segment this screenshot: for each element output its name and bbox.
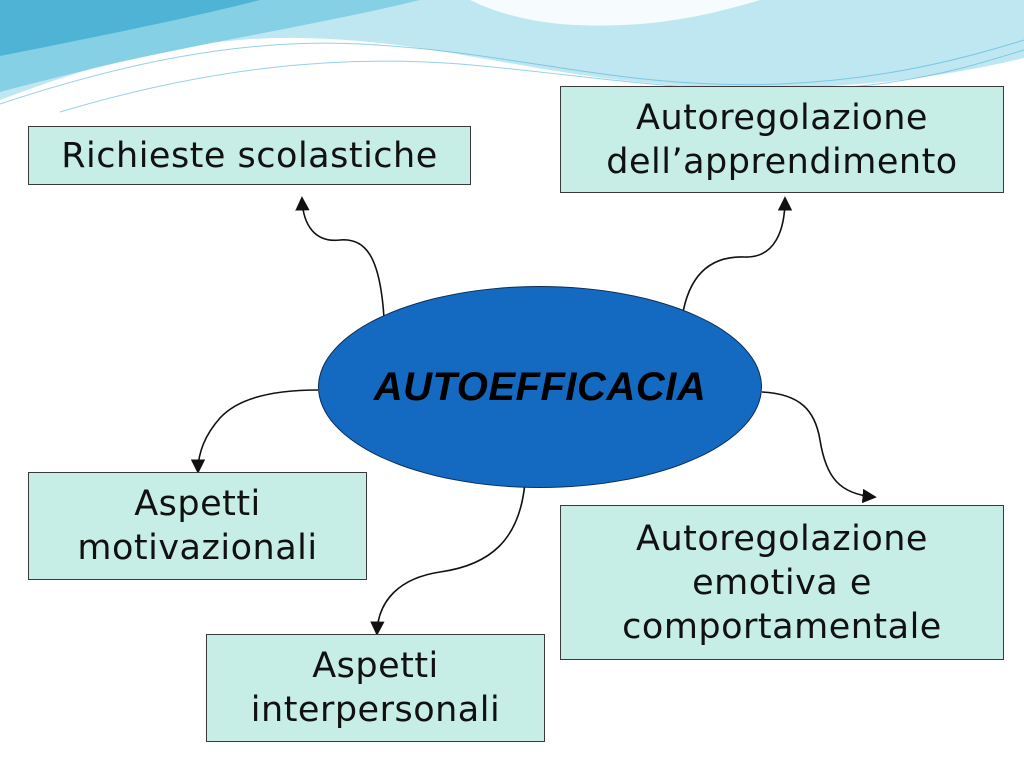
node-aspetti-interpersonali: Aspetti interpersonali bbox=[206, 634, 545, 742]
connector-to-top-left bbox=[295, 196, 385, 319]
center-concept: AUTOEFFICACIA bbox=[318, 286, 762, 488]
wave-band-dark bbox=[0, 0, 260, 56]
wave-line-1 bbox=[0, 39, 1024, 105]
connector-to-mid-left bbox=[190, 389, 319, 474]
node-autoregolazione-emotiva: Autoregolazione emotiva e comportamental… bbox=[560, 505, 1004, 660]
node-label: Aspetti motivazionali bbox=[77, 484, 318, 568]
node-label: Autoregolazione emotiva e comportamental… bbox=[622, 518, 942, 647]
node-richieste-scolastiche: Richieste scolastiche bbox=[28, 126, 471, 185]
node-label: Autoregolazione dell’apprendimento bbox=[606, 97, 958, 182]
connector-to-top-right bbox=[681, 196, 793, 319]
wave-line-2 bbox=[59, 49, 1024, 113]
connector-to-bottom-right bbox=[761, 391, 877, 504]
node-autoregolazione-apprendimento: Autoregolazione dell’apprendimento bbox=[560, 86, 1004, 193]
connector-to-bottom-center bbox=[370, 481, 526, 636]
wave-highlight bbox=[470, 0, 760, 26]
node-aspetti-motivazionali: Aspetti motivazionali bbox=[28, 472, 367, 580]
node-label: Aspetti interpersonali bbox=[250, 646, 501, 730]
node-label: Richieste scolastiche bbox=[61, 135, 438, 176]
center-label: AUTOEFFICACIA bbox=[373, 364, 707, 409]
